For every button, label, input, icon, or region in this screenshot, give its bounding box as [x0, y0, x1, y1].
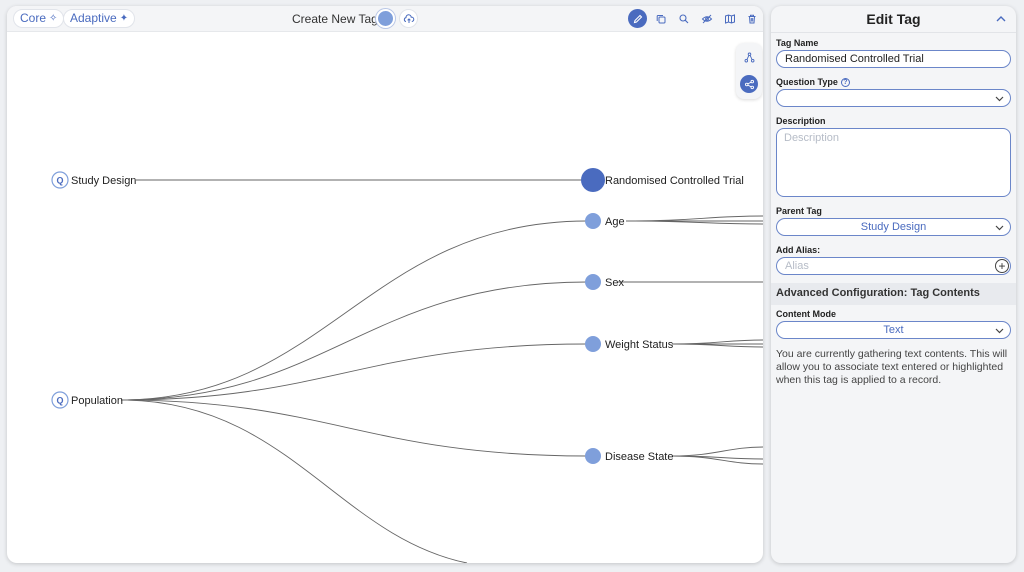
map-icon[interactable] [720, 9, 739, 28]
edit-tag-header: Edit Tag [771, 6, 1016, 33]
core-label: Core [20, 11, 47, 25]
hierarchy-icon[interactable] [740, 48, 758, 66]
cloud-upload-icon[interactable] [399, 9, 418, 28]
alias-input[interactable]: Alias + [776, 257, 1011, 275]
copy-icon[interactable] [651, 9, 670, 28]
edge-age-out-3 [625, 220, 763, 225]
graph-side-tools [736, 43, 762, 99]
add-alias-label: Add Alias: [776, 245, 821, 255]
parent-tag-value: Study Design [860, 221, 927, 233]
node-label: Population [71, 395, 123, 407]
panel-title: Edit Tag [866, 11, 921, 27]
description-placeholder: Description [784, 132, 840, 144]
question-type-select[interactable] [776, 89, 1011, 107]
edge-disease-out-1 [671, 446, 763, 457]
edge-weight-out-3 [671, 343, 763, 348]
sparkle-icon: ✧ [49, 13, 58, 24]
chevron-up-icon[interactable] [994, 12, 1008, 26]
edge-population-sex [120, 281, 588, 401]
create-new-tag-button[interactable] [376, 9, 395, 28]
node-circle [585, 336, 601, 352]
edge-weight-out-1 [671, 339, 763, 345]
node-disease-state[interactable]: Disease State [585, 448, 673, 464]
tag-name-value: Randomised Controlled Trial [785, 53, 924, 65]
parent-tag-label: Parent Tag [776, 206, 822, 216]
core-mode-button[interactable]: Core ✧ [13, 9, 65, 28]
question-badge-letter: Q [56, 396, 63, 406]
node-label: Randomised Controlled Trial [605, 175, 744, 187]
search-icon[interactable] [674, 9, 693, 28]
content-mode-info-text: You are currently gathering text content… [776, 348, 1008, 386]
edit-tag-panel: Edit Tag Tag Name Randomised Controlled … [771, 6, 1016, 563]
root-node-study-design[interactable]: Q Study Design [51, 171, 136, 189]
edge-population-age [120, 220, 588, 401]
description-label: Description [776, 116, 826, 126]
content-mode-value: Text [883, 324, 904, 336]
help-icon[interactable]: ? [840, 78, 850, 87]
adaptive-mode-button[interactable]: Adaptive ✦ [63, 9, 136, 28]
adaptive-label: Adaptive [70, 11, 117, 25]
node-circle [585, 274, 601, 290]
tag-name-input[interactable]: Randomised Controlled Trial [776, 50, 1011, 68]
graph-edges [120, 179, 763, 563]
question-badge-letter: Q [56, 176, 63, 186]
trash-icon[interactable] [742, 9, 761, 28]
create-new-tag-label: Create New Tag: [292, 12, 382, 26]
node-label: Age [605, 216, 625, 228]
parent-tag-select[interactable]: Study Design [776, 218, 1011, 236]
advanced-configuration-header: Advanced Configuration: Tag Contents [771, 283, 1016, 305]
question-badge-icon [51, 391, 69, 409]
node-label: Disease State [605, 451, 673, 463]
node-label: Weight Status [605, 339, 674, 351]
sparkle-icon: ✦ [119, 13, 129, 24]
edge-population-disease [120, 399, 588, 457]
content-mode-select[interactable]: Text [776, 321, 1011, 339]
node-weight-status[interactable]: Weight Status [585, 336, 674, 352]
chevron-down-icon [995, 328, 1004, 334]
node-circle [585, 448, 601, 464]
edge-population-offscreen [120, 399, 468, 563]
alias-placeholder: Alias [785, 260, 809, 272]
pencil-icon[interactable] [628, 9, 647, 28]
graph-canvas-panel: Q Study Design Q Population Randomised C… [7, 6, 763, 563]
node-circle [585, 213, 601, 229]
graph-toolbar: Core ✧ Adaptive ✦ Create New Tag: [7, 6, 763, 32]
chevron-down-icon [995, 96, 1004, 102]
share-icon[interactable] [740, 75, 758, 93]
node-age[interactable]: Age [585, 213, 625, 229]
tag-graph[interactable]: Q Study Design Q Population Randomised C… [7, 6, 763, 563]
node-circle [581, 168, 605, 192]
question-type-label: Question Type? [776, 77, 850, 87]
node-label: Study Design [71, 175, 136, 187]
add-alias-plus-icon[interactable]: + [995, 259, 1009, 273]
eye-off-icon[interactable] [697, 9, 716, 28]
description-textarea[interactable]: Description [776, 128, 1011, 197]
question-type-label-text: Question Type [776, 77, 838, 87]
node-randomised-controlled-trial[interactable]: Randomised Controlled Trial [581, 168, 744, 192]
node-sex[interactable]: Sex [585, 274, 624, 290]
edge-population-weight [120, 343, 588, 401]
content-mode-label: Content Mode [776, 309, 836, 319]
edge-disease-out-3 [671, 455, 763, 465]
node-label: Sex [605, 277, 624, 289]
tag-name-label: Tag Name [776, 38, 819, 48]
chevron-down-icon [995, 225, 1004, 231]
question-badge-icon [51, 171, 69, 189]
root-node-population[interactable]: Q Population [51, 391, 123, 409]
edge-age-out-1 [625, 215, 763, 222]
